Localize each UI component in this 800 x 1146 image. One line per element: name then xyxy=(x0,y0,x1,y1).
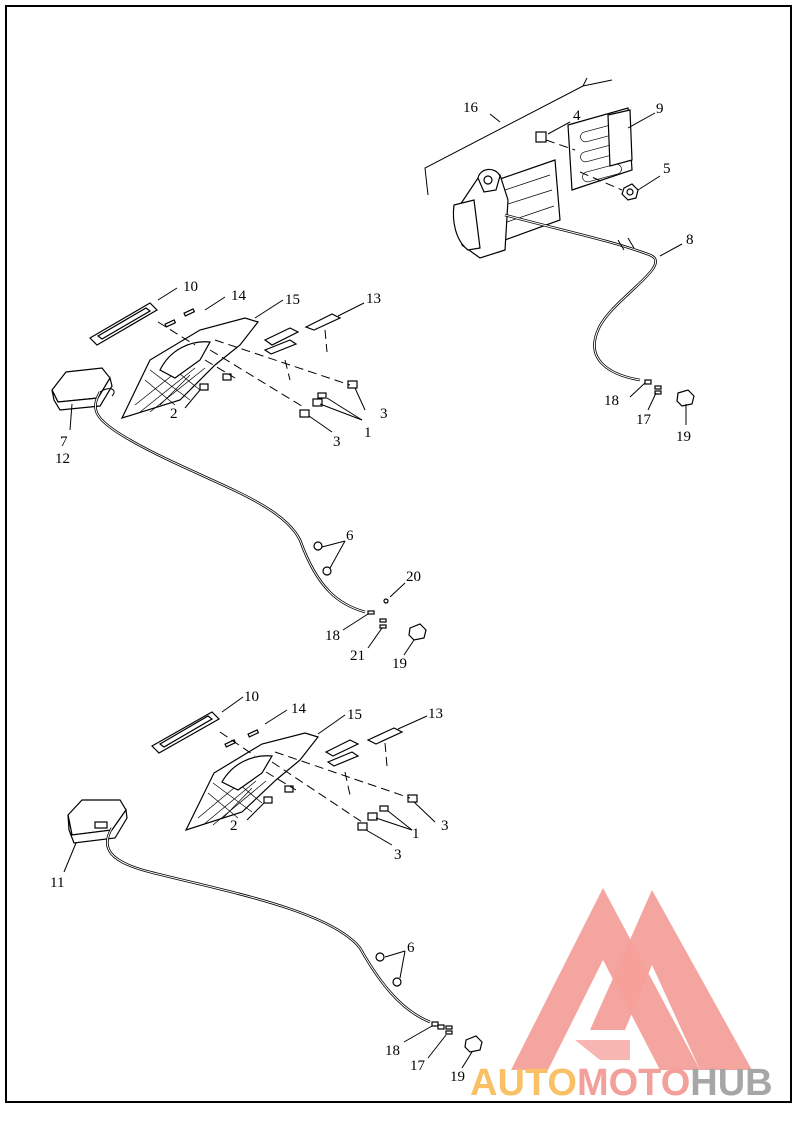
callout-19: 19 xyxy=(392,656,407,672)
callout-13: 13 xyxy=(428,706,443,722)
callout-19: 19 xyxy=(450,1069,465,1085)
callout-14: 14 xyxy=(291,701,307,717)
callout-6: 6 xyxy=(346,528,354,544)
callout-1: 1 xyxy=(412,826,420,842)
diagram-frame xyxy=(5,5,792,1103)
callout-17: 17 xyxy=(636,412,652,428)
callout-9: 9 xyxy=(656,101,664,117)
logo-text: AUTOMOTOHUB xyxy=(470,1062,773,1104)
callout-2: 2 xyxy=(230,818,238,834)
assembly-license-bracket: 16 4 9 5 8 18 17 19 xyxy=(424,77,695,445)
callout-7: 7 xyxy=(60,434,68,450)
callout-15: 15 xyxy=(347,707,362,723)
callout-3: 3 xyxy=(441,818,449,834)
callout-11: 11 xyxy=(50,875,64,891)
callout-12: 12 xyxy=(55,451,70,467)
callout-2: 2 xyxy=(170,406,178,422)
callout-3: 3 xyxy=(394,847,402,863)
callout-8: 8 xyxy=(686,232,694,248)
callout-15: 15 xyxy=(285,292,300,308)
assembly-lamp-lower: 10 14 15 13 2 3 1 3 11 6 18 17 19 xyxy=(50,689,483,1085)
callout-10: 10 xyxy=(244,689,259,705)
callout-4: 4 xyxy=(573,108,581,124)
callout-5: 5 xyxy=(663,161,671,177)
callout-16: 16 xyxy=(463,100,479,116)
callout-14: 14 xyxy=(231,288,247,304)
assembly-lamp-upper: 10 14 15 13 2 3 1 3 7 12 6 20 18 21 19 xyxy=(51,279,427,672)
callout-18: 18 xyxy=(385,1043,400,1059)
callout-3: 3 xyxy=(380,406,388,422)
callout-1: 1 xyxy=(364,425,372,441)
callout-18: 18 xyxy=(325,628,340,644)
callout-13: 13 xyxy=(366,291,381,307)
callout-10: 10 xyxy=(183,279,198,295)
callout-18: 18 xyxy=(604,393,619,409)
callout-17: 17 xyxy=(410,1058,426,1074)
callout-21: 21 xyxy=(350,648,365,664)
automotohub-logo: AUTOMOTOHUB xyxy=(470,888,773,1104)
callout-19: 19 xyxy=(676,429,691,445)
callout-3: 3 xyxy=(333,434,341,450)
callout-20: 20 xyxy=(406,569,421,585)
callout-6: 6 xyxy=(407,940,415,956)
